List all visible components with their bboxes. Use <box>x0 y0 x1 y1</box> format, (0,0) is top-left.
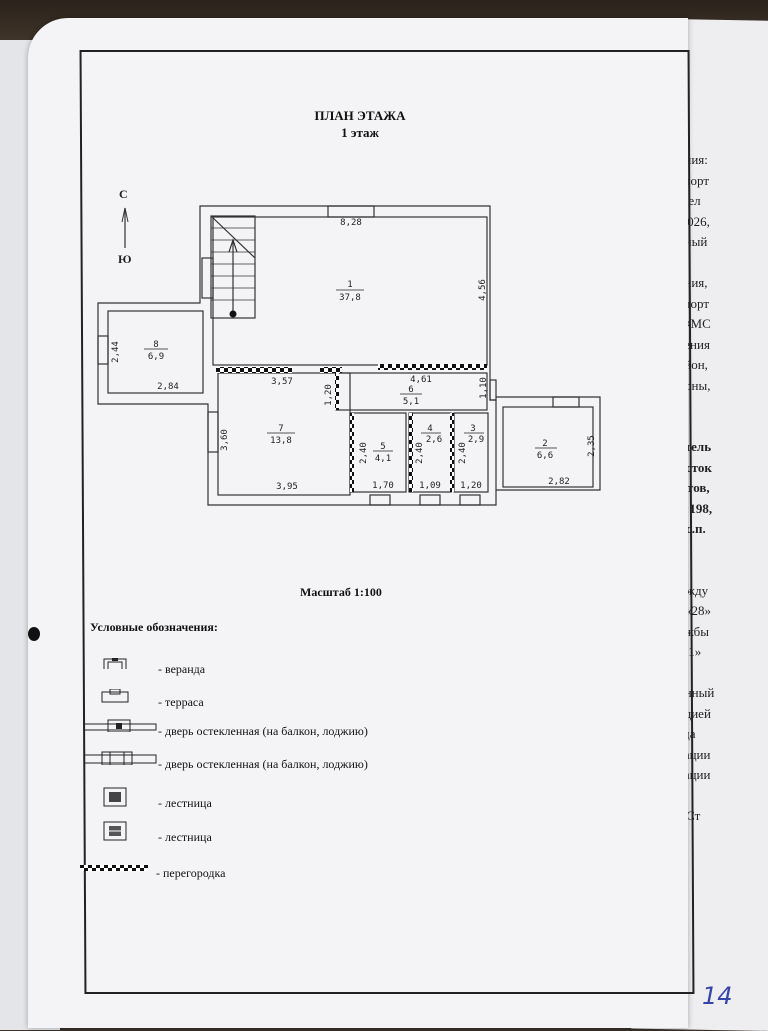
room-2-outline <box>502 406 594 488</box>
dim-r3-width: 1,20 <box>460 481 482 491</box>
room-3-area: 2,9 <box>468 435 484 445</box>
dim-r6-right: 1,10 <box>479 377 489 399</box>
compass-south: Ю <box>118 252 132 266</box>
glazed-door-symbol-icon <box>83 751 157 765</box>
room-6-number: 6 <box>408 385 413 395</box>
room-1-number: 1 <box>347 280 352 290</box>
glazed-door-symbol-icon <box>83 719 157 732</box>
floor-plan-page <box>28 18 688 1028</box>
scale-label: Масштаб 1:100 <box>300 585 382 599</box>
dim-r7-height: 3,60 <box>220 429 230 451</box>
dim-r8-width: 2,84 <box>157 382 179 392</box>
legend-label: - перегородка <box>156 866 226 880</box>
room-4-number: 4 <box>427 424 432 434</box>
room-5-area: 4,1 <box>375 454 391 464</box>
dim-r5-width: 1,70 <box>372 481 394 491</box>
dim-r8-height: 2,44 <box>111 341 121 363</box>
partition-symbol-icon <box>80 865 148 871</box>
room-4-area: 2,6 <box>426 435 442 445</box>
room-1-area: 37,8 <box>339 293 361 303</box>
staircase <box>210 215 256 319</box>
handwritten-page-number: 14 <box>702 982 733 1010</box>
room-7-number: 7 <box>278 424 283 434</box>
room-6-area: 5,1 <box>403 397 419 407</box>
compass-arrow-icon <box>121 207 129 248</box>
room-3-number: 3 <box>470 424 475 434</box>
legend-label: - дверь остекленная (на балкон, лоджию) <box>158 724 368 738</box>
terrace-symbol-icon <box>101 689 129 703</box>
wall-main-outer <box>97 205 497 506</box>
veranda-symbol-icon <box>103 658 127 669</box>
legend-label: - терраса <box>158 695 204 709</box>
dim-r4-width: 1,09 <box>419 481 441 491</box>
dimension-labels: 8,28 4,56 2,44 2,84 3,57 3,60 3,95 4,61 … <box>111 218 597 492</box>
compass-north: С <box>119 187 128 201</box>
dim-r3-height: 2,40 <box>458 442 468 464</box>
stairs-symbol-icon <box>103 821 127 841</box>
room-7-area: 13,8 <box>270 436 292 446</box>
dim-r7-bottom: 3,95 <box>276 482 298 492</box>
dim-r2-height: 2,35 <box>587 435 597 457</box>
title-text: ПЛАН ЭТАЖА <box>314 108 406 123</box>
room-2-number: 2 <box>542 439 547 449</box>
room-8-area: 6,9 <box>148 352 164 362</box>
room-2-outer <box>496 396 601 491</box>
dim-r6-width: 4,61 <box>410 375 432 385</box>
room-labels: 1 37,8 8 6,9 7 13,8 6 5,1 5 4,1 4 2,6 3 … <box>144 280 557 464</box>
legend-label: - лестница <box>158 796 212 810</box>
dim-r6-left: 1,20 <box>324 384 334 406</box>
room-2-area: 6,6 <box>537 451 553 461</box>
floor-subtitle: 1 этаж <box>341 125 379 140</box>
dim-r7-top: 3,57 <box>271 377 293 387</box>
legend-label: - дверь остекленная (на балкон, лоджию) <box>158 757 368 771</box>
legend-title: Условные обозначения: <box>90 620 218 634</box>
room-8-number: 8 <box>153 340 158 350</box>
plan-title: ПЛАН ЭТАЖА 1 этаж <box>260 107 460 141</box>
legend-label: - веранда <box>158 662 206 676</box>
dim-r1-height: 4,56 <box>478 279 488 301</box>
partitions <box>216 364 487 492</box>
room-1-outline <box>212 216 488 366</box>
dim-r4-height: 2,40 <box>415 442 425 464</box>
legend-label: - лестница <box>158 830 212 844</box>
punch-hole <box>28 627 40 641</box>
stairs-symbol-icon <box>103 787 127 807</box>
dim-r1-width: 8,28 <box>340 218 362 228</box>
room-5-number: 5 <box>380 442 385 452</box>
dim-r5-height: 2,40 <box>359 442 369 464</box>
dim-r2-width: 2,82 <box>548 477 570 487</box>
